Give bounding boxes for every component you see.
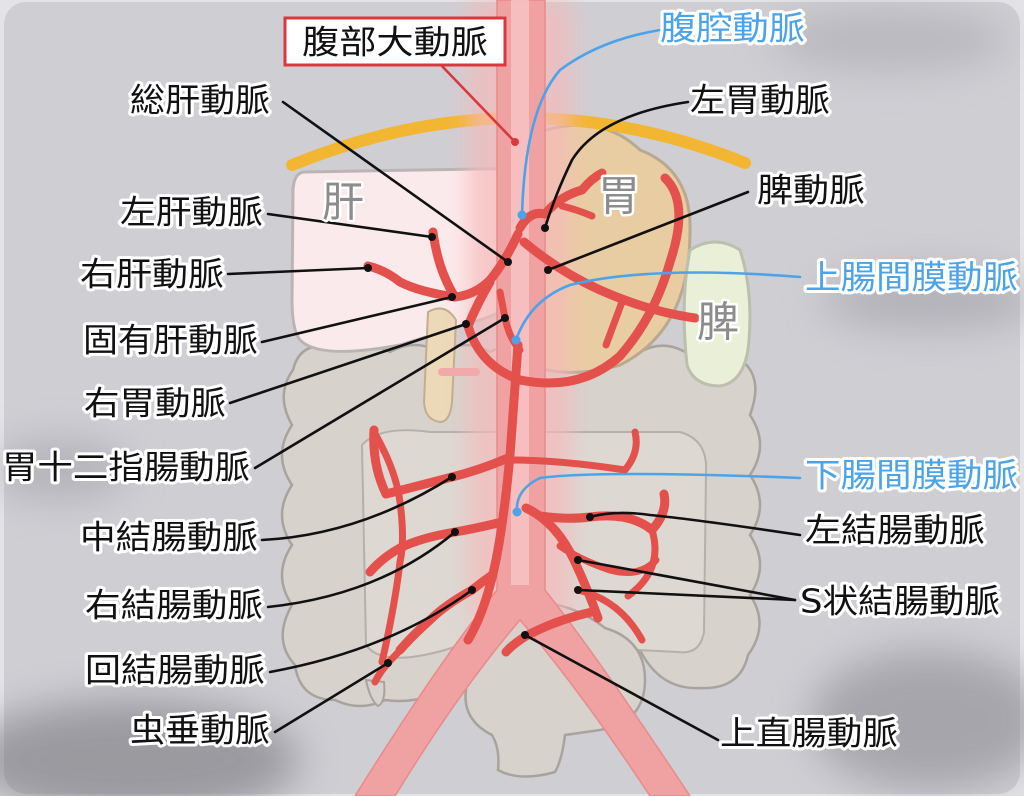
label-ileocolic-artery: 回結腸動脈 <box>85 651 265 690</box>
dot-common-hepatic <box>504 258 512 266</box>
dot-middle-colic <box>448 473 456 481</box>
label-right-colic-artery: 右結腸動脈 <box>85 586 263 625</box>
liver-label: 肝 <box>322 178 364 227</box>
leader-left-gastric <box>543 100 690 230</box>
leader-inferior-mesenteric <box>515 472 802 514</box>
dot-ileocolic <box>468 586 476 594</box>
leader-sigmoid-2 <box>576 588 797 602</box>
dot-superior-mesenteric <box>511 335 521 345</box>
dot-right-colic <box>451 528 459 536</box>
leader-right-gastric <box>228 322 468 405</box>
leader-common-hepatic <box>281 100 510 264</box>
leader-proper-hepatic <box>260 295 454 344</box>
dot-left-hepatic <box>428 233 436 241</box>
leader-gastroduodenal <box>253 316 507 470</box>
label-splenic-artery: 脾動脈 <box>757 171 865 210</box>
marginal-artery-right <box>370 428 406 666</box>
title-pointer-dot <box>511 138 519 146</box>
dot-splenic <box>544 266 552 274</box>
dot-sigmoid-1 <box>574 556 582 564</box>
label-common-hepatic-artery: 総肝動脈 <box>130 81 270 120</box>
label-proper-hepatic-artery: 固有肝動脈 <box>83 321 258 360</box>
dot-left-gastric <box>541 224 549 232</box>
spleen <box>682 240 752 388</box>
leader-ileocolic <box>268 588 474 674</box>
dot-celiac <box>517 210 527 220</box>
dot-superior-rectal <box>521 631 529 639</box>
title-pointer-line <box>439 63 516 143</box>
right-hepatic-artery <box>363 261 460 302</box>
leader-superior-mesenteric <box>514 271 802 342</box>
dot-sigmoid-2 <box>574 586 582 594</box>
label-superior-mesenteric-artery: 上腸間膜動脈 <box>805 258 1018 297</box>
left-colic-artery <box>535 489 670 535</box>
abdominal-aorta-title: 腹部大動脈 <box>283 16 519 146</box>
dot-left-colic <box>586 513 594 521</box>
label-celiac-artery: 腹腔動脈 <box>660 9 805 48</box>
appendix <box>364 678 386 708</box>
title-text: 腹部大動脈 <box>302 23 488 62</box>
label-inferior-mesenteric-artery: 下腸間膜動脈 <box>805 456 1018 495</box>
right-colic-artery <box>365 517 507 577</box>
label-gastroduodenal-artery: 胃十二指腸動脈 <box>2 448 250 487</box>
dot-gastroduodenal <box>501 314 509 322</box>
dot-right-gastric <box>462 320 470 328</box>
dot-inferior-mesenteric <box>512 507 522 517</box>
label-sigmoid-arteries: S状結腸動脈 <box>800 582 1000 621</box>
dot-right-hepatic <box>364 264 372 272</box>
short-gastric-branch <box>602 298 626 349</box>
dot-appendicular <box>384 659 392 667</box>
leader-middle-colic <box>260 475 454 542</box>
label-appendicular-artery: 虫垂動脈 <box>130 711 270 750</box>
stomach-label: 胃 <box>598 172 640 221</box>
middle-colic-artery <box>369 425 513 499</box>
sigmoid-artery-1 <box>556 542 660 576</box>
spleen-label: 脾 <box>697 298 739 347</box>
leader-celiac <box>520 28 662 217</box>
jejunal-arcade <box>506 428 640 474</box>
left-gastric-artery <box>515 168 607 233</box>
leader-left-hepatic <box>266 212 434 239</box>
label-left-gastric-artery: 左胃動脈 <box>690 81 830 120</box>
title-box <box>283 16 507 67</box>
label-right-gastric-artery: 右胃動脈 <box>84 384 226 423</box>
splenic-artery <box>519 237 700 323</box>
label-superior-rectal-artery: 上直腸動脈 <box>720 714 898 753</box>
label-middle-colic-artery: 中結腸動脈 <box>80 518 258 557</box>
label-left-colic-artery: 左結腸動脈 <box>805 511 985 550</box>
leader-splenic <box>546 190 750 272</box>
leader-superior-rectal <box>523 633 720 742</box>
leader-right-colic <box>266 530 457 609</box>
left-gastric-sub-branch <box>558 202 596 220</box>
duodenum <box>422 307 458 424</box>
dot-proper-hepatic <box>448 293 456 301</box>
label-right-hepatic-artery: 右肝動脈 <box>80 255 224 294</box>
sigmoid-artery-2 <box>574 586 646 644</box>
background-shadows <box>0 10 1024 796</box>
leader-sigmoid-1 <box>576 558 797 602</box>
leader-right-hepatic <box>226 266 370 276</box>
leader-appendicular <box>273 661 390 734</box>
superior-mesenteric-artery <box>463 340 523 645</box>
label-left-hepatic-artery: 左肝動脈 <box>120 193 263 232</box>
leader-lines <box>226 28 802 742</box>
leader-left-colic <box>588 511 802 537</box>
